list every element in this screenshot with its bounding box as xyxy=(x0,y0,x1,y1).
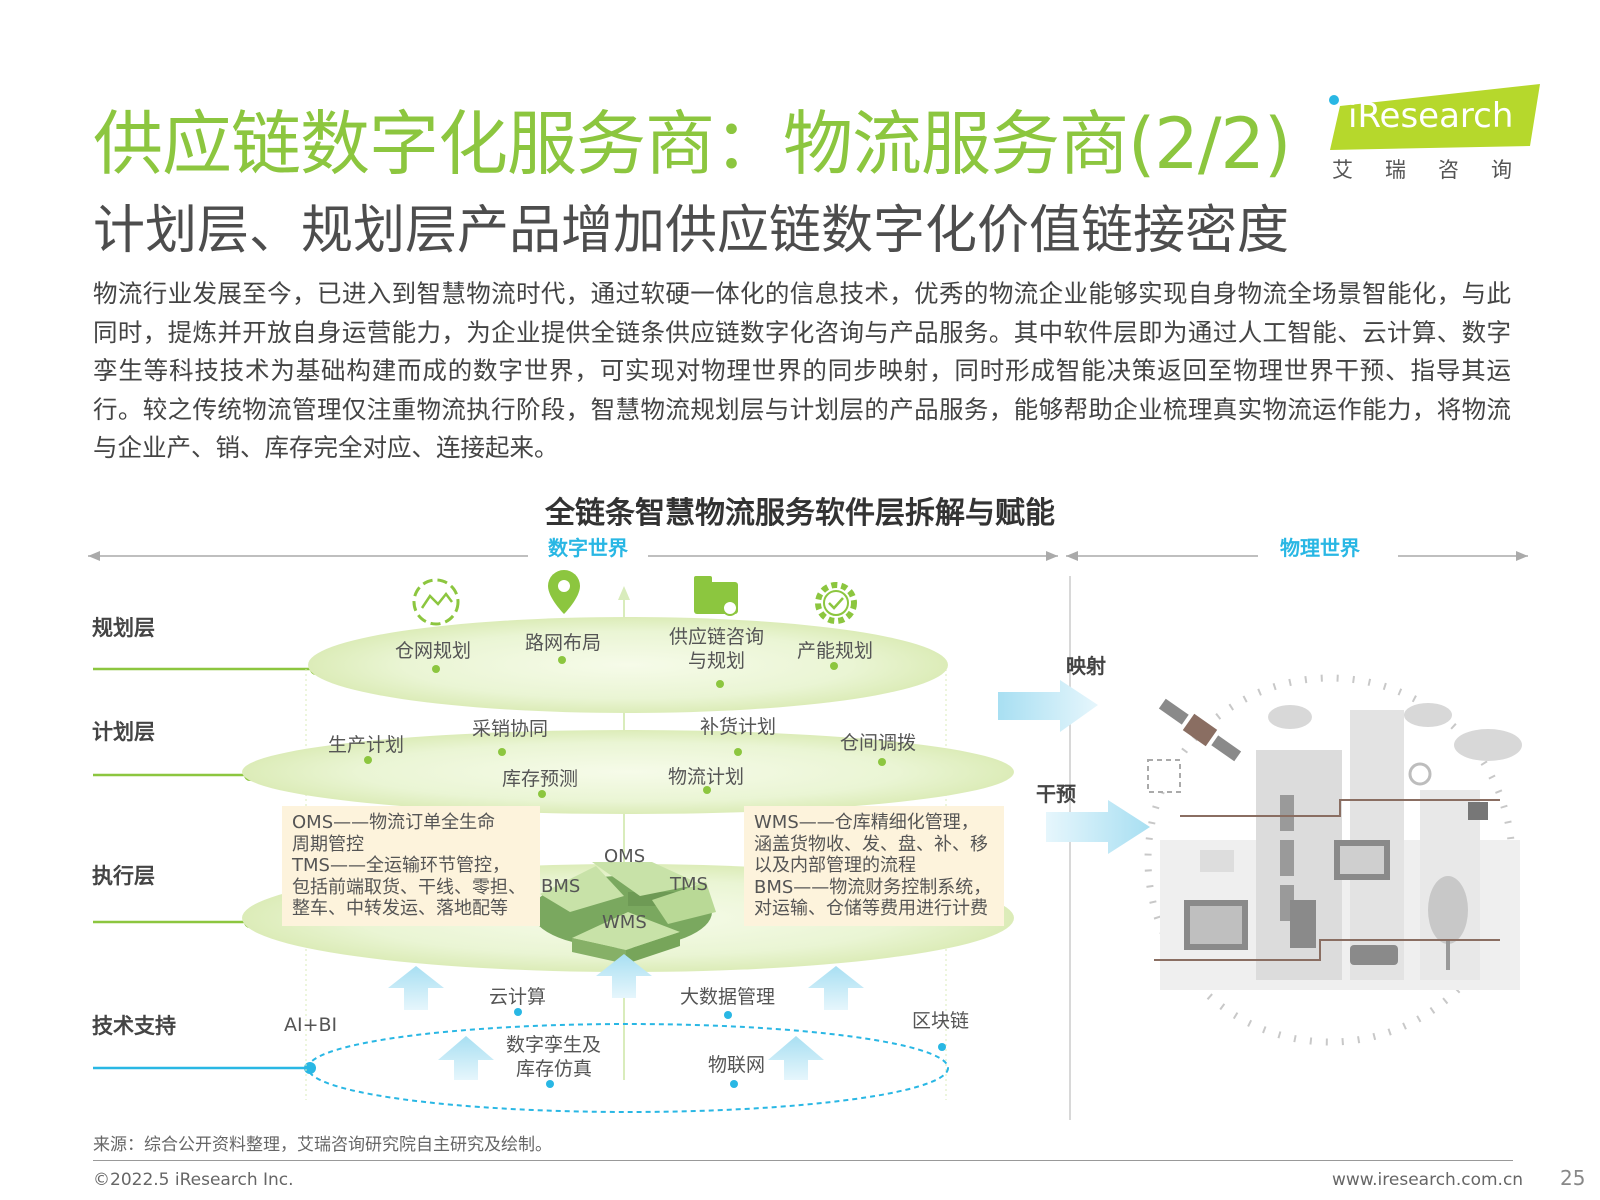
level-tech: 技术支持 xyxy=(92,1014,176,1038)
scheduling-ellipse xyxy=(242,730,1014,814)
smart-city-illustration xyxy=(1144,674,1522,1046)
scheduling-item: 库存预测 xyxy=(502,768,579,790)
logo-text: iResearch xyxy=(1348,96,1514,136)
scheduling-item: 仓间调拨 xyxy=(840,732,917,754)
level-planning: 规划层 xyxy=(92,616,155,640)
tech-item: 物联网 xyxy=(708,1054,766,1076)
pie-label-wms: WMS xyxy=(602,912,647,933)
copyright: ©2022.5 iResearch Inc. xyxy=(93,1170,294,1190)
tech-ellipse xyxy=(307,1023,949,1113)
digital-world-arrow xyxy=(88,551,1058,561)
pie-label-tms: TMS xyxy=(670,874,708,895)
intervene-label: 干预 xyxy=(1036,782,1076,806)
pie-label-bms: BMS xyxy=(541,876,581,897)
page-subtitle: 计划层、规划层产品增加供应链数字化价值链接密度 xyxy=(93,201,1290,261)
scheduling-item: 生产计划 xyxy=(328,734,405,756)
tech-item: 云计算 xyxy=(489,986,547,1008)
planning-item: 路网布局 xyxy=(525,632,602,654)
planning-ellipse xyxy=(308,617,948,713)
folder-link-icon xyxy=(694,576,738,616)
gear-check-icon xyxy=(815,582,857,624)
source-note: 来源：综合公开资料整理，艾瑞咨询研究院自主研究及绘制。 xyxy=(93,1135,552,1155)
footer-divider xyxy=(93,1160,1513,1161)
level-execution: 执行层 xyxy=(92,864,155,888)
planning-item: 仓网规划 xyxy=(395,640,472,662)
page-title: 供应链数字化服务商：物流服务商(2/2) xyxy=(93,103,1291,185)
intro-paragraph: 物流行业发展至今，已进入到智慧物流时代，通过软硬一体化的信息技术，优秀的物流企业… xyxy=(93,279,1511,462)
tech-item: AI+BI xyxy=(284,1014,338,1036)
intervene-arrow xyxy=(1046,800,1150,854)
tech-item: 区块链 xyxy=(912,1010,970,1032)
page-number: 25 xyxy=(1560,1166,1586,1190)
location-pin-icon xyxy=(548,570,580,614)
execution-right-box: WMS——仓库精细化管理， 涵盖货物收、发、盘、补、移 以及内部管理的流程 BM… xyxy=(744,806,1004,926)
tech-item: 数字孪生及 xyxy=(506,1034,602,1056)
planning-item: 与规划 xyxy=(688,650,746,672)
logo-cn: 艾瑞咨询 xyxy=(1332,158,1544,182)
support-arrows xyxy=(388,954,864,1080)
planning-item: 供应链咨询 xyxy=(669,626,765,648)
mapping-label: 映射 xyxy=(1066,654,1106,678)
pie-label-oms: OMS xyxy=(604,846,646,867)
website-link[interactable]: www.iresearch.com.cn xyxy=(1332,1170,1524,1190)
scheduling-item: 补货计划 xyxy=(700,716,777,738)
diagram-title: 全链条智慧物流服务软件层拆解与赋能 xyxy=(545,496,1055,531)
iresearch-logo: iResearch 艾瑞咨询 xyxy=(1326,84,1540,184)
physical-world-label: 物理世界 xyxy=(1280,536,1360,560)
execution-pie xyxy=(532,862,716,964)
mapping-arrow xyxy=(998,680,1098,732)
tech-item: 库存仿真 xyxy=(516,1058,593,1080)
tech-item: 大数据管理 xyxy=(680,986,776,1008)
level-scheduling: 计划层 xyxy=(92,720,155,744)
digital-world-label: 数字世界 xyxy=(548,536,628,560)
logistics-diagram: 数字世界 物理世界 规划层 计划层 执行层 技术支持 仓网规划 路网布局 供应链… xyxy=(0,536,1600,1120)
physical-world-arrow xyxy=(1066,551,1528,561)
planning-item: 产能规划 xyxy=(797,640,874,662)
scheduling-item: 采销协同 xyxy=(472,718,549,740)
execution-left-box: OMS——物流订单全生命 周期管控 TMS——全运输环节管控， 包括前端取货、干… xyxy=(282,806,540,926)
scheduling-item: 物流计划 xyxy=(668,766,745,788)
warehouse-network-icon xyxy=(412,578,460,626)
